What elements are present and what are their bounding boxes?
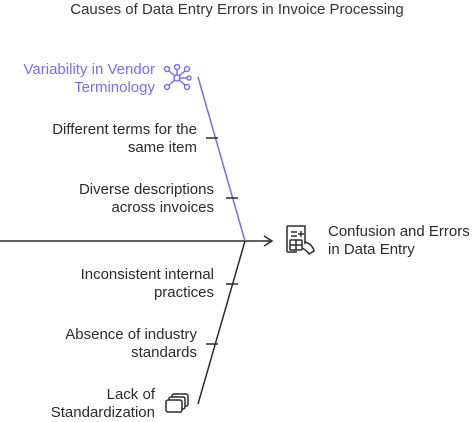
effect-line-1: Confusion and Errors [328, 223, 470, 240]
top-category-label: Variability in Vendor Terminology [24, 61, 155, 97]
top-cause-2-line-2: across invoices [111, 199, 214, 216]
bottom-cause-2-label: Absence of industry standards [65, 326, 197, 362]
invoice-calculator-icon [286, 225, 315, 256]
top-category-line-1: Variability in Vendor [23, 61, 155, 78]
top-category-line-2: Terminology [74, 79, 155, 96]
bottom-category-label: Lack of Standardization [51, 386, 155, 422]
bottom-category-line-2: Standardization [50, 404, 155, 421]
bottom-cause-2-line-2: standards [131, 344, 197, 361]
top-cause-1-line-1: Different terms for the [52, 121, 197, 138]
bottom-cause-1-label: Inconsistent internal practices [81, 266, 214, 302]
bottom-bone-line [197, 240, 246, 405]
bottom-cause-1-line-2: practices [153, 284, 214, 301]
effect-label: Confusion and Errors in Data Entry [328, 223, 470, 259]
bottom-category-line-1: Lack of [106, 386, 155, 403]
top-cause-2-label: Diverse descriptions across invoices [79, 181, 214, 217]
effect-line-2: in Data Entry [328, 241, 415, 258]
bottom-cause-2-line-1: Absence of industry [65, 326, 197, 343]
top-cause-2-line-1: Diverse descriptions [78, 181, 214, 198]
top-bone-line [197, 76, 246, 242]
stacked-documents-icon [165, 393, 189, 413]
network-nodes-icon [163, 64, 192, 91]
spine-arrowhead [263, 235, 274, 247]
bottom-cause-1-line-1: Inconsistent internal [80, 266, 214, 283]
diagram-title: Causes of Data Entry Errors in Invoice P… [70, 1, 404, 18]
top-cause-1-line-2: same item [127, 139, 197, 156]
top-cause-1-label: Different terms for the same item [52, 121, 197, 157]
